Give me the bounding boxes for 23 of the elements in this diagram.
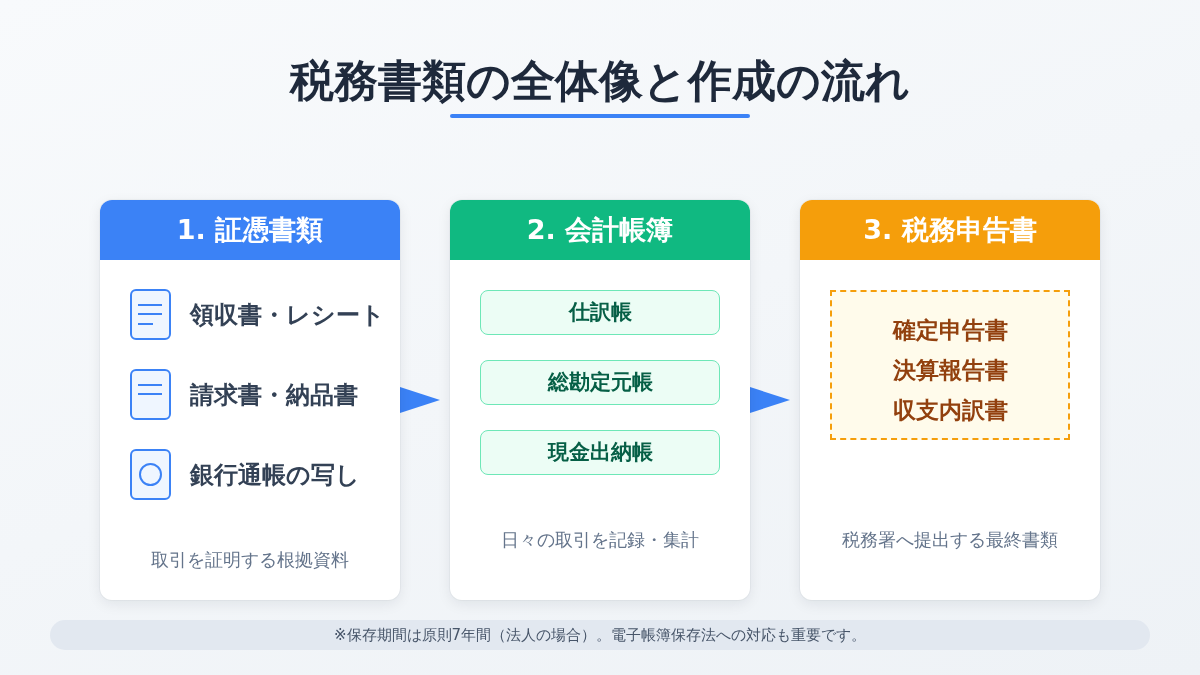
arrow xyxy=(750,387,790,413)
item-text: 収支内訳書 xyxy=(892,396,1008,425)
title: 税務書類の全体像と作成の流れ xyxy=(290,54,910,108)
arrow xyxy=(400,387,440,413)
card xyxy=(800,200,1100,600)
item-box: 仕訳帳 xyxy=(480,290,720,335)
card-description: 取引を証明する根拠資料 xyxy=(151,549,349,572)
item-text: 確定申告書 xyxy=(892,316,1008,345)
card xyxy=(450,200,750,600)
item-box: 現金出納帳 xyxy=(480,430,720,475)
item-text: 決算報告書 xyxy=(892,356,1008,385)
card-description: 税務署へ提出する最終書類 xyxy=(842,529,1058,552)
card-header: 1. 証憑書類 xyxy=(100,200,400,260)
item-box: 総勘定元帳 xyxy=(480,360,720,405)
dashed-box xyxy=(830,290,1070,440)
card-header: 2. 会計帳簿 xyxy=(450,200,750,260)
card-header: 3. 税務申告書 xyxy=(800,200,1100,260)
card-description: 日々の取引を記録・集計 xyxy=(501,529,699,552)
item-label: 領収書・レシート xyxy=(190,300,385,331)
note-band: ※保存期間は原則7年間（法人の場合）。電子帳簿保存法への対応も重要です。 xyxy=(50,620,1150,650)
item-label: 銀行通帳の写し xyxy=(190,460,360,491)
item-label: 請求書・納品書 xyxy=(190,380,358,411)
card xyxy=(100,200,400,600)
